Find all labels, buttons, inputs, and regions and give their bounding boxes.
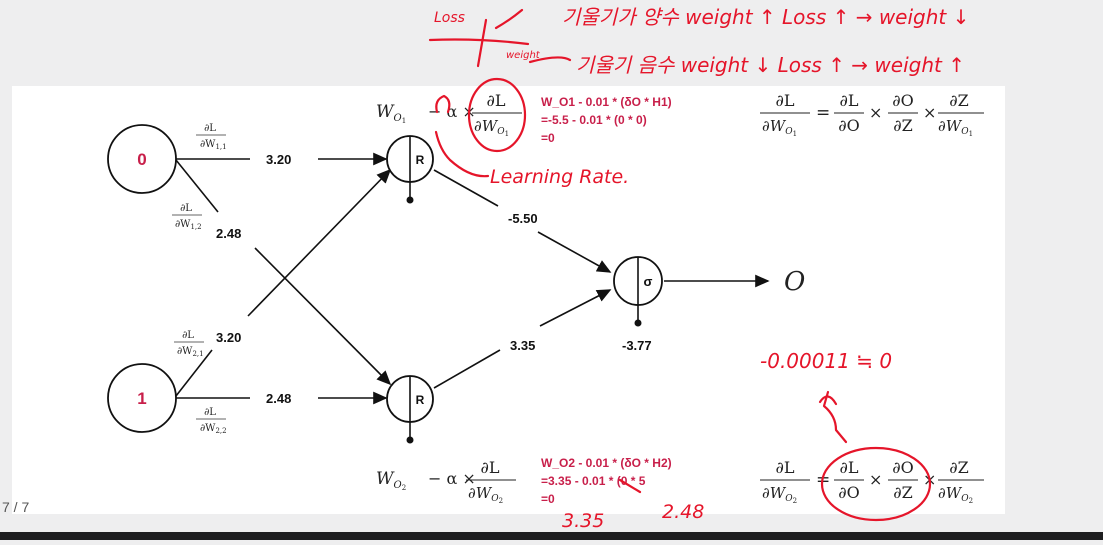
chain-rule-wo2: ∂L ∂WO2 = ∂L ∂O × ∂O ∂Z × ∂Z ∂WO2: [760, 458, 984, 505]
svg-text:∂L: ∂L: [182, 330, 194, 341]
svg-text:∂WO1: ∂WO1: [762, 117, 797, 138]
svg-text:∂Z: ∂Z: [949, 91, 968, 110]
svg-text:∂W2,2: ∂W2,2: [200, 423, 227, 435]
edge-in1-h1-b: [247, 168, 392, 317]
update-formula-wo2: WO2 − α × ∂L ∂WO2: [376, 458, 516, 505]
edge-h2-out-b: [539, 289, 612, 327]
grad-label-w12: ∂L ∂W1,2: [172, 203, 202, 231]
edge-in0-h2-b: [254, 247, 392, 386]
weight-wo2: 3.35: [510, 338, 535, 353]
svg-text:×: ×: [923, 103, 936, 122]
svg-text:∂Z: ∂Z: [893, 116, 912, 135]
slide-panel: [12, 86, 1005, 514]
update-bottom-line1: W_O2 - 0.01 * (δO * H2): [541, 456, 672, 470]
grad-label-w22: ∂L ∂W2,2: [196, 407, 227, 435]
grad-label-w11: ∂L ∂W1,1: [196, 123, 227, 151]
input-node-0-label: 0: [137, 150, 146, 169]
grad-label-w21: ∂L ∂W2,1: [174, 330, 204, 358]
svg-text:=: =: [816, 103, 830, 123]
hw-learning-rate: Learning Rate.: [490, 166, 629, 188]
hw-value-248: 2.48: [662, 501, 704, 523]
handwritten-annotations: Loss weight 기울기가 양수 weight ↑ Loss ↑ → we…: [428, 5, 969, 532]
svg-text:∂WO1: ∂WO1: [474, 117, 509, 138]
svg-text:∂O: ∂O: [838, 116, 859, 135]
svg-text:∂L: ∂L: [840, 458, 859, 477]
input-node-0: [107, 124, 177, 194]
hw-weight: weight: [506, 50, 541, 61]
svg-text:∂WO2: ∂WO2: [468, 484, 503, 505]
svg-text:∂W1,1: ∂W1,1: [200, 139, 227, 151]
svg-text:∂WO2: ∂WO2: [938, 484, 973, 505]
update-bottom-line3: =0: [541, 492, 555, 506]
page-indicator: 7 / 7: [2, 499, 30, 515]
edge-h2-out: [433, 349, 501, 389]
hw-note-negative: 기울기 음수 weight ↓ Loss ↑ → weight ↑: [576, 53, 965, 77]
svg-text:∂W2,1: ∂W2,1: [177, 346, 204, 358]
edge-in1-h1: [175, 349, 213, 397]
svg-text:×: ×: [869, 470, 882, 489]
hidden-node-2-label: R: [416, 393, 425, 407]
svg-text:∂L: ∂L: [776, 458, 795, 477]
weight-wo1: -5.50: [508, 211, 538, 226]
hw-loss: Loss: [434, 10, 465, 26]
hw-note-positive: 기울기가 양수 weight ↑ Loss ↑ → weight ↓: [562, 5, 969, 29]
weight-w22: 2.48: [266, 391, 291, 406]
svg-text:×: ×: [869, 103, 882, 122]
weight-w21: 3.20: [216, 330, 241, 345]
update-top-line3: =0: [541, 131, 555, 145]
svg-text:∂L: ∂L: [180, 203, 192, 214]
output-node-label: σ: [644, 274, 653, 289]
svg-text:− α ×: − α ×: [428, 469, 476, 488]
edge-h1-out: [433, 169, 499, 207]
input-node-1: [107, 363, 177, 433]
update-bottom-line2: =3.35 - 0.01 * (0 * 5: [541, 474, 646, 488]
svg-text:∂O: ∂O: [892, 458, 913, 477]
bottom-bar: [0, 532, 1103, 540]
svg-text:∂L: ∂L: [204, 407, 216, 418]
svg-text:∂L: ∂L: [840, 91, 859, 110]
hw-value-335: 3.35: [562, 510, 604, 532]
svg-text:∂Z: ∂Z: [893, 483, 912, 502]
hw-approx-zero: -0.00011 ≒ 0: [760, 349, 892, 373]
svg-text:∂Z: ∂Z: [949, 458, 968, 477]
svg-text:WO2: WO2: [376, 469, 406, 492]
svg-text:WO1: WO1: [376, 102, 406, 125]
edge-in0-h2: [175, 159, 219, 213]
svg-text:∂O: ∂O: [892, 91, 913, 110]
input-node-1-label: 1: [137, 389, 146, 408]
svg-text:∂L: ∂L: [776, 91, 795, 110]
update-top-line1: W_O1 - 0.01 * (δO * H1): [541, 95, 672, 109]
svg-text:∂WO2: ∂WO2: [762, 484, 797, 505]
svg-text:∂L: ∂L: [481, 458, 500, 477]
weight-w12: 2.48: [216, 226, 241, 241]
svg-text:− α ×: − α ×: [428, 102, 476, 121]
svg-text:∂L: ∂L: [204, 123, 216, 134]
chain-rule-wo1: ∂L ∂WO1 = ∂L ∂O × ∂O ∂Z × ∂Z ∂WO1: [760, 91, 984, 138]
update-top-line2: =-5.5 - 0.01 * (0 * 0): [541, 113, 647, 127]
bias-out-value: -3.77: [622, 338, 652, 353]
hidden-node-1-label: R: [416, 153, 425, 167]
svg-text:∂WO1: ∂WO1: [938, 117, 973, 138]
svg-text:∂W1,2: ∂W1,2: [175, 219, 202, 231]
svg-text:∂O: ∂O: [838, 483, 859, 502]
weight-w11: 3.20: [266, 152, 291, 167]
svg-text:∂L: ∂L: [487, 91, 506, 110]
edge-h1-out-b: [537, 231, 612, 273]
update-formula-wo1: WO1 − α × ∂L ∂WO1: [376, 91, 522, 138]
output-symbol: O: [784, 267, 805, 297]
